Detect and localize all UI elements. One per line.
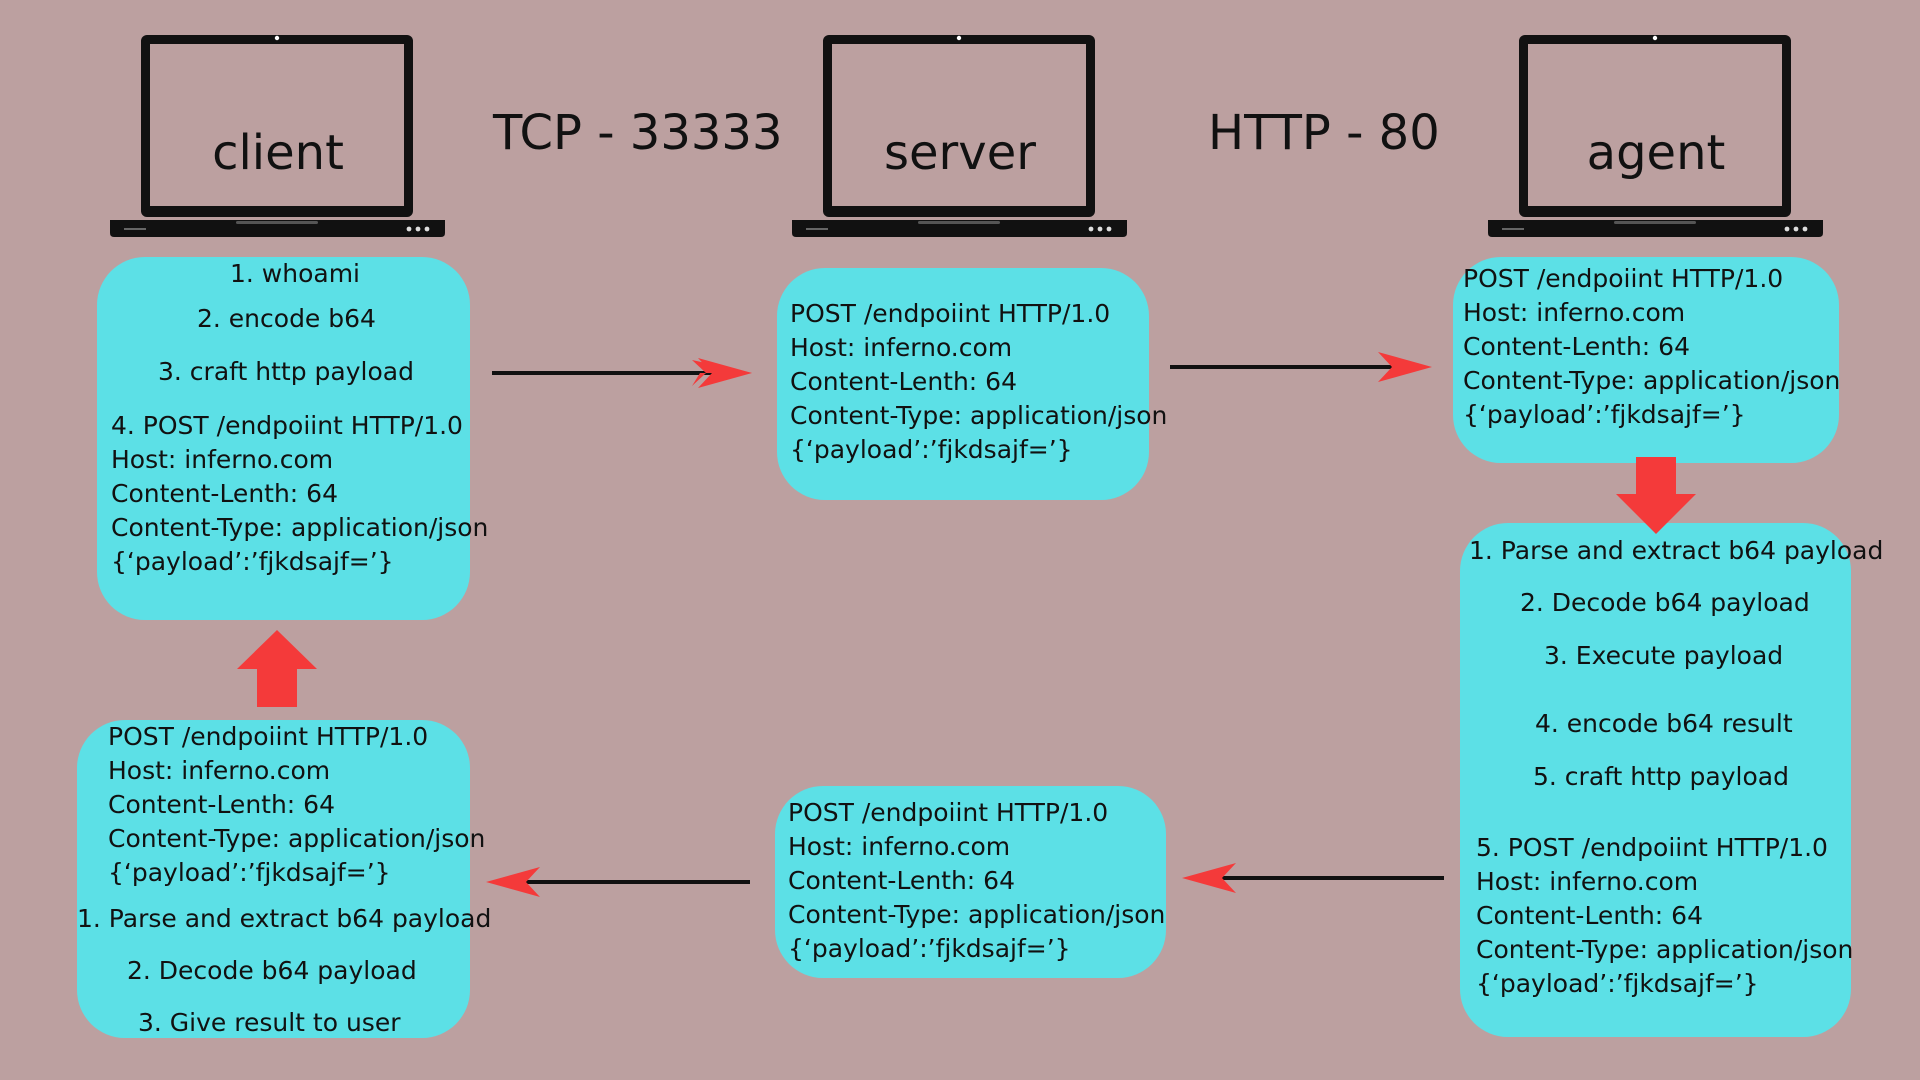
step-text: 3. craft http payload bbox=[158, 357, 414, 386]
http-type-line: Content-Type: application/json bbox=[788, 900, 1166, 929]
client-label: client bbox=[212, 125, 344, 181]
step-text: 2. encode b64 bbox=[197, 304, 376, 333]
http-type-line: Content-Type: application/json bbox=[111, 513, 489, 542]
http-payload-line: {‘payload’:’fjkdsajf=’} bbox=[790, 435, 1073, 464]
http-length-line: Content-Lenth: 64 bbox=[108, 790, 335, 819]
step-text: 5. craft http payload bbox=[1533, 762, 1789, 791]
protocol-http-label: HTTP - 80 bbox=[1208, 105, 1440, 161]
protocol-tcp-label: TCP - 33333 bbox=[493, 105, 783, 161]
client-response-box: POST /endpoiint HTTP/1.0 Host: inferno.c… bbox=[77, 720, 491, 1038]
http-request-line: 5. POST /endpoiint HTTP/1.0 bbox=[1476, 833, 1828, 862]
http-payload-line: {‘payload’:’fjkdsajf=’} bbox=[1476, 969, 1759, 998]
step-text: 2. Decode b64 payload bbox=[127, 956, 417, 985]
http-length-line: Content-Lenth: 64 bbox=[790, 367, 1017, 396]
http-host-line: Host: inferno.com bbox=[1463, 298, 1686, 327]
http-payload-line: {‘payload’:’fjkdsajf=’} bbox=[788, 934, 1071, 963]
laptop-icon bbox=[110, 35, 445, 237]
arrow-agent-down bbox=[1616, 457, 1696, 534]
http-host-line: Host: inferno.com bbox=[111, 445, 334, 474]
server-request-box: POST /endpoiint HTTP/1.0 Host: inferno.c… bbox=[777, 268, 1167, 500]
step-text: 1. Parse and extract b64 payload bbox=[77, 904, 492, 933]
http-type-line: Content-Type: application/json bbox=[790, 401, 1168, 430]
step-text: 3. Execute payload bbox=[1544, 641, 1784, 670]
laptop-icon bbox=[792, 35, 1127, 237]
http-host-line: Host: inferno.com bbox=[788, 832, 1011, 861]
http-payload-line: {‘payload’:’fjkdsajf=’} bbox=[111, 547, 394, 576]
http-length-line: Content-Lenth: 64 bbox=[111, 479, 338, 508]
laptop-icon bbox=[1488, 35, 1823, 237]
step-text: 1. whoami bbox=[230, 259, 361, 288]
http-length-line: Content-Lenth: 64 bbox=[1476, 901, 1703, 930]
http-request-line: POST /endpoiint HTTP/1.0 bbox=[1463, 264, 1784, 293]
agent-laptop: agent bbox=[1486, 30, 1826, 240]
step-text: 1. Parse and extract b64 payload bbox=[1469, 536, 1884, 565]
arrow-client-up bbox=[237, 630, 317, 707]
arrow-server-to-agent bbox=[1170, 352, 1432, 382]
client-request-box: 1. whoami 2. encode b64 3. craft http pa… bbox=[97, 257, 488, 620]
http-host-line: Host: inferno.com bbox=[108, 756, 331, 785]
step-text: 3. Give result to user bbox=[138, 1008, 401, 1037]
http-type-line: Content-Type: application/json bbox=[1463, 366, 1841, 395]
http-length-line: Content-Lenth: 64 bbox=[788, 866, 1015, 895]
arrow-server-to-client bbox=[486, 867, 750, 897]
http-host-line: Host: inferno.com bbox=[1476, 867, 1699, 896]
arrow-agent-to-server bbox=[1182, 863, 1444, 893]
http-host-line: Host: inferno.com bbox=[790, 333, 1013, 362]
http-request-line: POST /endpoiint HTTP/1.0 bbox=[790, 299, 1111, 328]
http-payload-line: {‘payload’:’fjkdsajf=’} bbox=[1463, 400, 1746, 429]
http-request-line: POST /endpoiint HTTP/1.0 bbox=[108, 722, 429, 751]
step-text: 2. Decode b64 payload bbox=[1520, 588, 1810, 617]
arrow-client-to-server bbox=[492, 358, 752, 388]
http-payload-line: {‘payload’:’fjkdsajf=’} bbox=[108, 858, 391, 887]
http-request-line: 4. POST /endpoiint HTTP/1.0 bbox=[111, 411, 463, 440]
server-label: server bbox=[884, 125, 1036, 181]
step-text: 4. encode b64 result bbox=[1535, 709, 1793, 738]
http-request-line: POST /endpoiint HTTP/1.0 bbox=[788, 798, 1109, 827]
http-type-line: Content-Type: application/json bbox=[108, 824, 486, 853]
agent-request-box: POST /endpoiint HTTP/1.0 Host: inferno.c… bbox=[1453, 257, 1841, 463]
http-length-line: Content-Lenth: 64 bbox=[1463, 332, 1690, 361]
server-laptop: server bbox=[790, 30, 1130, 240]
agent-process-box: 1. Parse and extract b64 payload 2. Deco… bbox=[1460, 523, 1883, 1037]
agent-label: agent bbox=[1586, 125, 1726, 181]
http-type-line: Content-Type: application/json bbox=[1476, 935, 1854, 964]
client-laptop: client bbox=[108, 30, 448, 240]
